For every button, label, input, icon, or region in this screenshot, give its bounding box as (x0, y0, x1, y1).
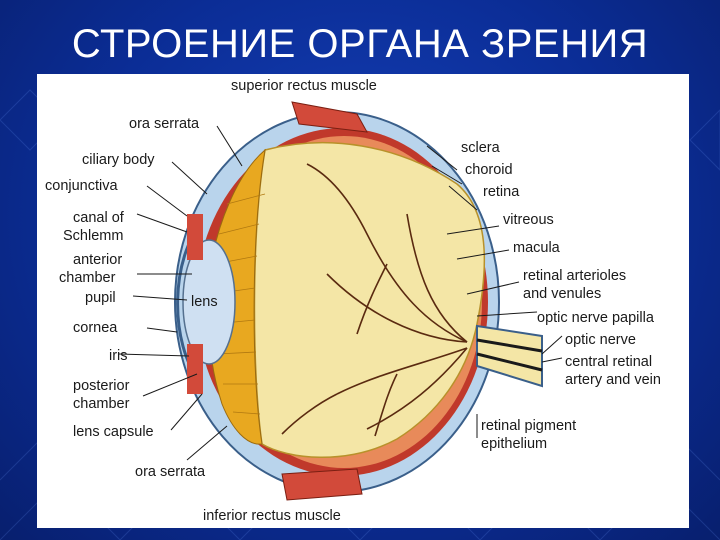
ciliary-body-region (207, 148, 266, 445)
label-ora-serrata-bottom: ora serrata (135, 464, 206, 480)
label-pupil: pupil (85, 290, 116, 306)
label-iris: iris (109, 348, 128, 364)
label-retinal-arterioles-1: retinal arterioles (523, 268, 626, 284)
label-lens-capsule: lens capsule (73, 424, 154, 440)
label-retina: retina (483, 184, 520, 200)
iris-lower (187, 344, 203, 394)
label-ciliary-body: ciliary body (82, 152, 155, 168)
superior-rectus-muscle (291, 101, 368, 133)
label-central-retinal-2: artery and vein (565, 372, 661, 388)
label-ora-serrata-top: ora serrata (129, 116, 200, 132)
eye-anatomy-diagram: superior rectus muscle ora serrata cilia… (45, 78, 661, 524)
label-inferior-rectus-muscle: inferior rectus muscle (203, 508, 341, 524)
optic-nerve (476, 324, 543, 388)
label-optic-nerve: optic nerve (565, 332, 636, 348)
retinal-vessels (281, 163, 468, 437)
label-canal-of-schlemm-2: Schlemm (63, 228, 123, 244)
label-central-retinal-1: central retinal (565, 354, 652, 370)
leader-lines-right (426, 145, 563, 438)
label-anterior-chamber-1: anterior (73, 252, 122, 268)
label-lens: lens (191, 294, 218, 310)
iris-upper (187, 214, 203, 260)
lens-shape (182, 239, 236, 365)
label-superior-rectus-muscle: superior rectus muscle (231, 78, 377, 94)
label-retinal-pigment-1: retinal pigment (481, 418, 576, 434)
label-retinal-pigment-2: epithelium (481, 436, 547, 452)
label-sclera: sclera (461, 140, 501, 156)
eye-anatomy-figure: superior rectus muscle ora serrata cilia… (37, 74, 689, 528)
label-retinal-arterioles-2: and venules (523, 286, 601, 302)
leader-lines-left (118, 125, 243, 461)
label-optic-nerve-papilla: optic nerve papilla (537, 310, 655, 326)
label-conjunctiva: conjunctiva (45, 178, 118, 194)
label-canal-of-schlemm-1: canal of (73, 210, 125, 226)
label-macula: macula (513, 240, 561, 256)
label-vitreous: vitreous (503, 212, 554, 228)
label-anterior-chamber-2: chamber (59, 270, 116, 286)
label-posterior-chamber-1: posterior (73, 378, 130, 394)
slide-title: СТРОЕНИЕ ОРГАНА ЗРЕНИЯ (71, 22, 649, 66)
central-retinal-vessels (476, 338, 543, 372)
label-cornea: cornea (73, 320, 118, 336)
label-posterior-chamber-2: chamber (73, 396, 130, 412)
label-choroid: choroid (465, 162, 513, 178)
inferior-rectus-muscle (281, 468, 363, 501)
